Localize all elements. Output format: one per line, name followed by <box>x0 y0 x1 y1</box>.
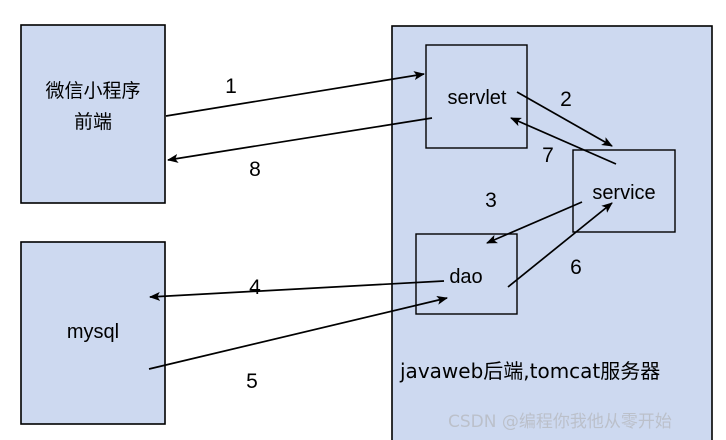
flow-label-3: 3 <box>485 189 497 212</box>
flow-line-3 <box>486 201 583 244</box>
flow-line-1 <box>165 71 425 117</box>
flow-label-1: 1 <box>225 75 237 98</box>
flow-label-5: 5 <box>246 370 258 393</box>
client-label-line1: 微信小程序 <box>45 80 140 102</box>
flow-line-5 <box>148 295 448 370</box>
csdn-watermark: CSDN @编程你我他从零开始 <box>448 412 672 432</box>
flow-line-7 <box>510 117 617 165</box>
dao-label: dao <box>449 266 482 288</box>
flow-label-7: 7 <box>542 144 554 167</box>
client-label-line2: 前端 <box>74 111 112 133</box>
service-label: service <box>592 182 655 204</box>
flow-line-4 <box>149 280 445 301</box>
flow-line-6 <box>507 202 613 288</box>
flow-line-2 <box>516 91 613 147</box>
database-label: mysql <box>67 321 119 343</box>
client-box <box>20 24 166 204</box>
dao-box <box>415 233 518 315</box>
flow-label-6: 6 <box>570 256 582 279</box>
flow-line-8 <box>167 117 433 163</box>
servlet-box <box>425 44 528 149</box>
service-box <box>572 149 676 233</box>
server-container-caption: javaweb后端,tomcat服务器 <box>399 359 660 383</box>
flow-label-4: 4 <box>249 276 261 299</box>
flow-label-2: 2 <box>560 88 572 111</box>
database-box <box>20 241 166 425</box>
flow-label-8: 8 <box>249 158 261 181</box>
servlet-label: servlet <box>448 87 507 109</box>
